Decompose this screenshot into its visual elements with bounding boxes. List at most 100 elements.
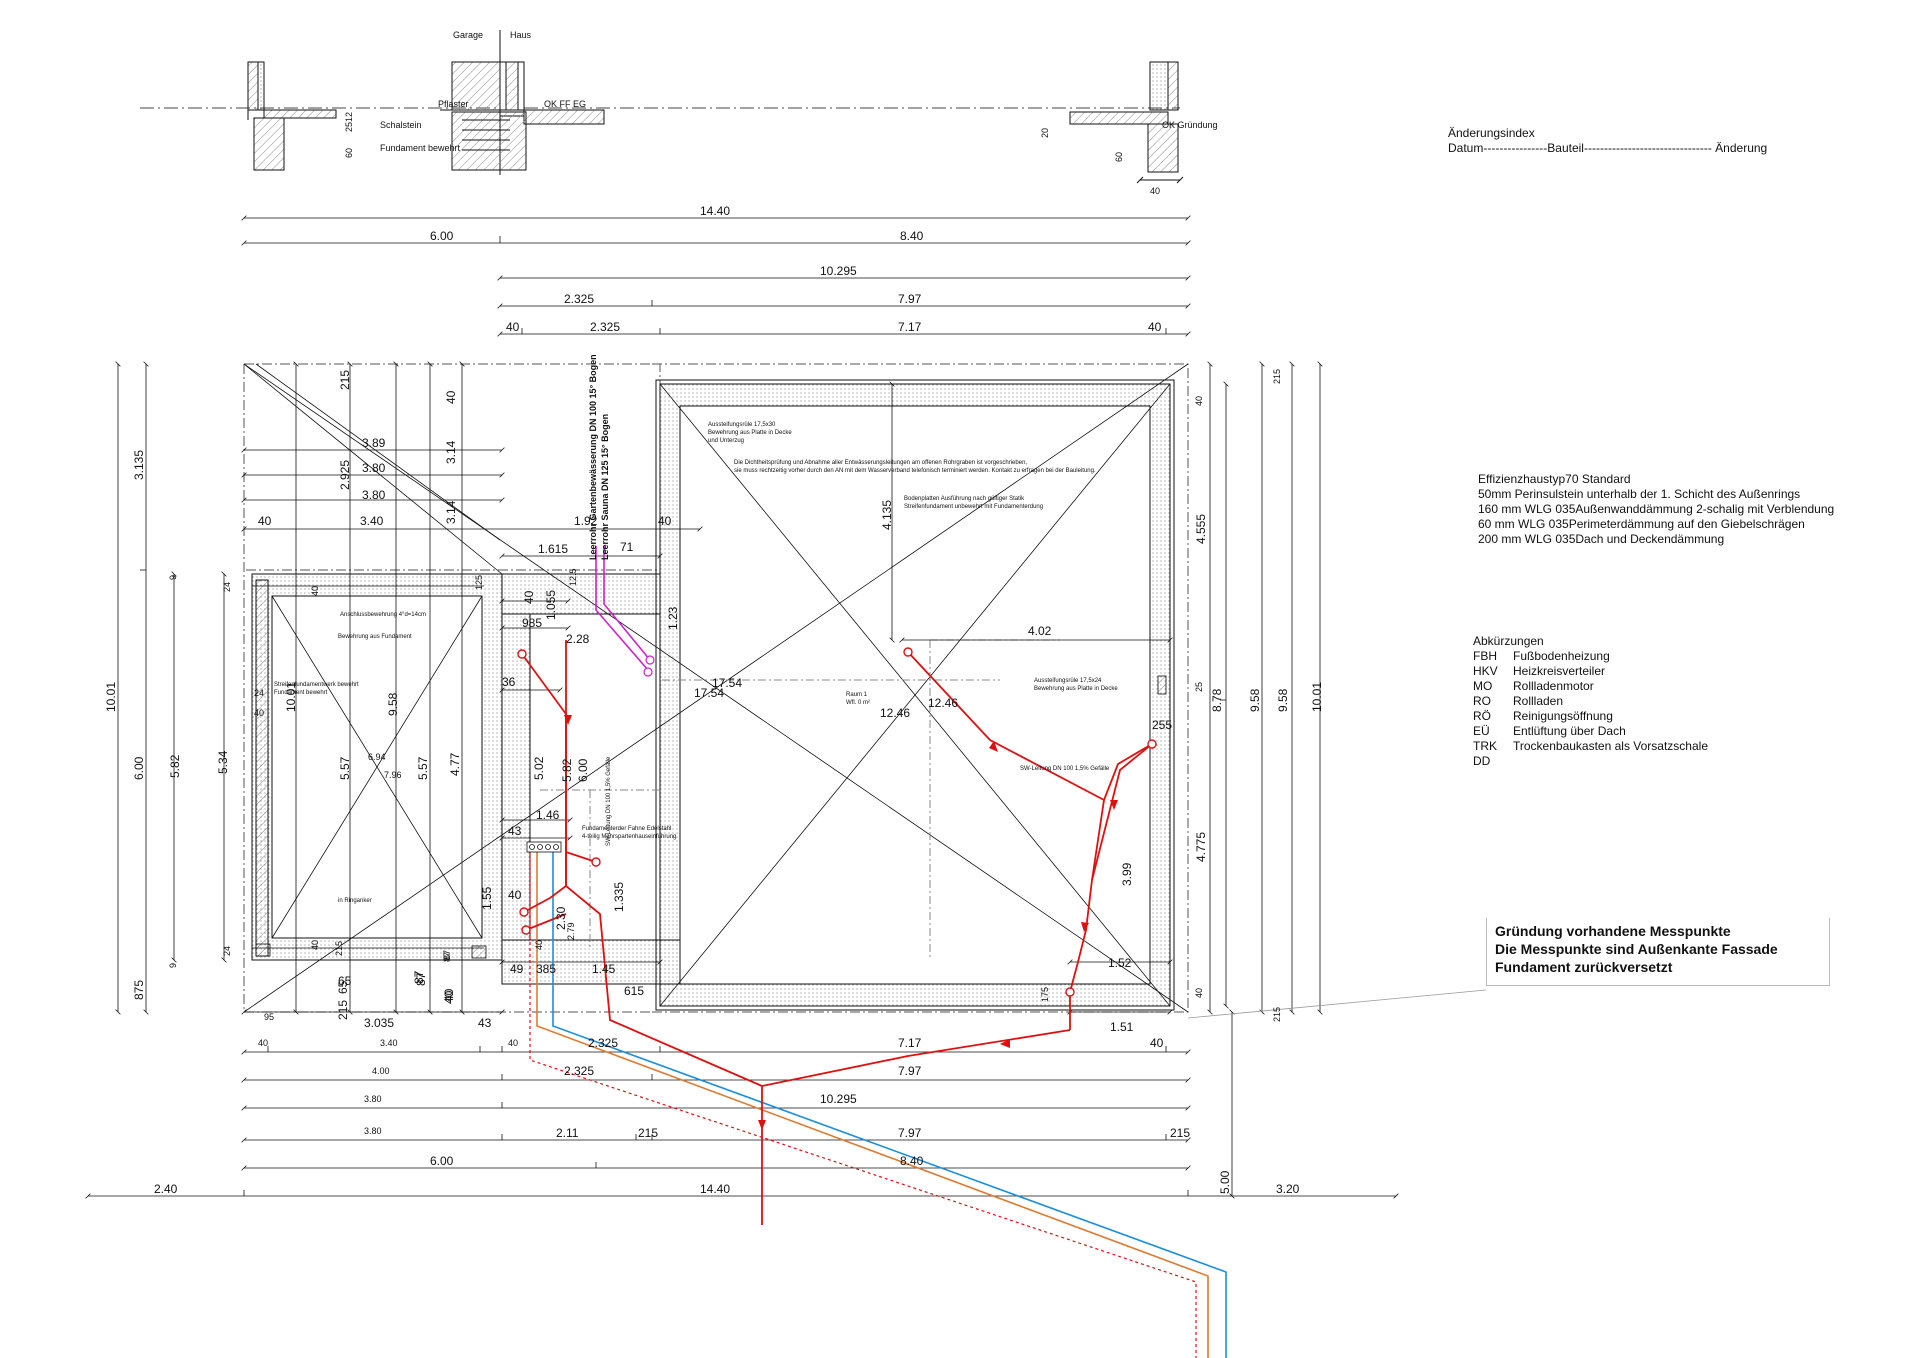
abbr-key: MO [1473, 679, 1493, 693]
dim-misc-4: 65 [338, 974, 352, 988]
dim-misc-0: 95 [264, 1012, 275, 1022]
dim-wall-l: 40 [506, 320, 520, 334]
dim-left-9: 24 [254, 688, 265, 698]
dim-mid-5: 40 [522, 590, 536, 604]
note-8: Wfl. 0 m² [846, 700, 870, 706]
messpunkte-line-2: Die Messpunkte sind Außenkante Fassade [1495, 941, 1778, 957]
dim-b6-0: 2.40 [154, 1182, 178, 1196]
dim-b6-1: 14.40 [700, 1182, 731, 1196]
dim-right-6: 25 [1194, 681, 1204, 692]
aenderungsindex-title: Änderungsindex [1448, 126, 1535, 140]
effizienz-line: 50mm Perinsulstein unterhalb der 1. Schi… [1478, 487, 1801, 501]
note-12: Bewehrung aus Fundament [338, 634, 412, 640]
dim-left-3: 5.82 [168, 754, 182, 778]
dim-garage-8: 40 [444, 390, 458, 404]
messpunkte-note: Gründung vorhandene Messpunkte Die Messp… [1486, 918, 1830, 986]
abbr-value: Rollladen [1513, 694, 1564, 708]
dim-misc-15: 1.51 [1110, 1020, 1134, 1034]
dim-b1-0: 40 [258, 1038, 269, 1048]
note-11: Anschlussbewehrung 4°d=14cm [340, 612, 426, 618]
dim-right-top: 8.40 [900, 229, 924, 243]
abbr-key: DD [1473, 754, 1491, 768]
dim-garage-1: 3.80 [362, 461, 386, 475]
dim-b4-2: 215 [638, 1126, 659, 1140]
dim-left-1: 3.135 [132, 449, 146, 480]
dim-mid-6: 2.28 [566, 632, 590, 646]
dim-b4-1: 2.11 [556, 1126, 579, 1140]
dim-b5-1: 8.40 [900, 1154, 924, 1168]
dim-garage-16: 4.77 [448, 752, 462, 776]
dim-total-top: 14.40 [700, 204, 731, 218]
dim-mid-1: 1.615 [538, 542, 569, 556]
sewer-lines [517, 640, 1157, 1225]
dim-mid-16: 1.335 [612, 881, 626, 912]
dim-misc-5: 215 [334, 940, 344, 956]
dim-b4-3: 7.97 [898, 1126, 922, 1140]
effizienz-line: 200 mm WLG 035Dach und Deckendämmung [1478, 532, 1725, 546]
note-0: Aussteifungsrüle 17,5x30 [708, 422, 776, 428]
dim-misc-2: 43 [478, 1016, 492, 1030]
dim-garage-17: 125 [474, 574, 484, 590]
note-15: Fundament bewehrt [274, 690, 328, 696]
abbr-value: Heizkreisverteiler [1513, 664, 1606, 678]
dim-right-7: 40 [1194, 395, 1204, 406]
dim-inner-b: 7.17 [898, 320, 922, 334]
dim-right-3: 8.78 [1210, 688, 1224, 712]
abbr-key: RÖ [1473, 709, 1491, 723]
abbr-row: RO Rollladen [1473, 694, 1708, 709]
dim-20: 20 [1040, 127, 1050, 138]
dim-b3-0: 3.80 [364, 1094, 382, 1104]
dim-right-8: 40 [1194, 987, 1204, 998]
dim-mid-14: 43 [508, 824, 522, 838]
abbr-row: DD [1473, 754, 1708, 769]
effizienz-line: 60 mm WLG 035Perimeterdämmung auf den Gi… [1478, 517, 1805, 531]
label-fundament-bewehrt: Fundament bewehrt [380, 143, 461, 153]
abbr-key: EÜ [1473, 724, 1490, 738]
dim-misc-13: 175 [1040, 986, 1050, 1002]
effizienz-line: 160 mm WLG 035Außenwanddämmung 2-schalig… [1478, 502, 1835, 516]
note-14: Streifenfundamentwerk bewehrt [274, 682, 359, 688]
dim-left-6: 9 [168, 574, 178, 580]
misc-marks [252, 585, 1167, 959]
garage-horizontal-dims [241, 447, 1173, 1015]
dim-garage-7: 3.14 [444, 500, 458, 524]
dim-misc-10: 385 [536, 962, 557, 976]
dim-right-5: 4.775 [1194, 831, 1208, 862]
abbr-key: TRK [1473, 739, 1497, 753]
dim-inner-a: 2.325 [590, 320, 621, 334]
note-7: Raum 1 [846, 692, 868, 698]
dim-garage-14: 6.94 [368, 752, 386, 762]
dim-mid-4: 1.23 [666, 606, 680, 630]
dim-mid-12: 6.00 [576, 758, 590, 782]
dim-garage-4: 40 [258, 514, 272, 528]
dim-b2-1: 2.325 [564, 1064, 595, 1078]
dim-b1-3: 2.325 [588, 1036, 619, 1050]
dim-left-10: 24 [222, 945, 232, 956]
dim-haus-0: 4.135 [880, 499, 894, 530]
dim-mid-11: 5.82 [560, 758, 574, 782]
label-pflaster: Pflaster [438, 99, 469, 109]
abbr-key: RO [1473, 694, 1491, 708]
dim-right-0: 10.01 [1310, 681, 1324, 712]
dim-garage-0: 3.89 [362, 436, 386, 450]
dim-60-left: 60 [344, 147, 354, 158]
abbr-value: Rollladenmotor [1513, 679, 1594, 693]
dim-left-0: 10.01 [104, 681, 118, 712]
dim-mid-18: 2.79 [566, 922, 576, 940]
dim-mid-10: 5.02 [532, 756, 546, 780]
dim-haus-a: 2.325 [564, 292, 595, 306]
dim-mid-2: 71 [620, 540, 634, 554]
dim-garage-3: 3.40 [360, 514, 384, 528]
abbr-key: FBH [1473, 649, 1497, 663]
note-1: Bewehrung aus Platte in Decke [708, 430, 792, 436]
dim-haus-2: 12.46 [880, 706, 911, 720]
dim-misc-8: 87 [442, 949, 452, 960]
dim-misc-6: 87 [412, 970, 426, 984]
dim-right-4: 4.555 [1194, 513, 1208, 544]
dim-mid-8: 1.055 [544, 589, 558, 620]
dim-haus-3: 12.46 [928, 696, 959, 710]
dim-wall-r: 40 [1148, 320, 1162, 334]
abbr-value: Entlüftung über Dach [1513, 724, 1626, 738]
